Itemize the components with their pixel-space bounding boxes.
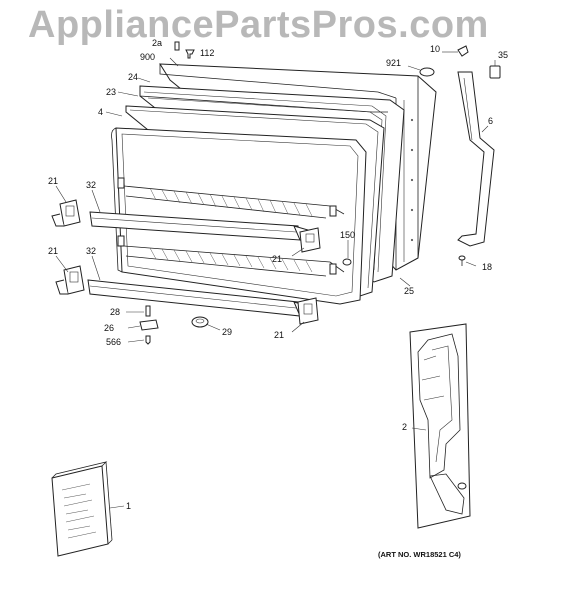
small-parts: [139, 258, 352, 345]
callout-4: 4: [98, 107, 103, 117]
callout-23: 23: [106, 87, 116, 97]
shelf-end-cap-left-lower: [55, 265, 85, 295]
top-hardware: [174, 41, 501, 79]
callout-21-left-lower: 21: [48, 246, 58, 256]
callout-921: 921: [386, 58, 401, 68]
callout-2: 2: [402, 422, 407, 432]
callout-28: 28: [110, 307, 120, 317]
callout-35: 35: [498, 50, 508, 60]
shelf-end-cap-right-upper: [299, 227, 321, 253]
callout-150: 150: [340, 230, 355, 240]
callout-24: 24: [128, 72, 138, 82]
callout-21-right-upper: 21: [272, 254, 282, 264]
callout-2a: 2a: [152, 38, 162, 48]
shelf-end-cap-right-lower: [297, 297, 319, 325]
callouts: 2a 900 112 24 23 4 921 10 35 6 21 32 21 …: [48, 38, 508, 559]
callout-32-upper: 32: [86, 180, 96, 190]
callout-112: 112: [200, 48, 214, 58]
callout-32-lower: 32: [86, 246, 96, 256]
callout-29: 29: [222, 327, 232, 337]
callout-1: 1: [126, 501, 131, 511]
owners-manual: [51, 461, 113, 557]
callout-900: 900: [140, 52, 155, 62]
door-shelf-assembly: [409, 323, 471, 529]
callout-21-right-lower: 21: [274, 330, 284, 340]
inner-door-liner: [111, 127, 367, 305]
callout-6: 6: [488, 116, 493, 126]
watermark-text: AppliancePartsPros.com: [28, 4, 489, 46]
callout-25: 25: [404, 286, 414, 296]
art-number: (ART NO. WR18521 C4): [378, 550, 461, 559]
leader-lines: [55, 51, 496, 509]
door-stop-bar: [457, 71, 495, 266]
callout-21-left-upper: 21: [48, 176, 58, 186]
callout-566: 566: [106, 337, 121, 347]
callout-26: 26: [104, 323, 114, 333]
callout-10: 10: [430, 44, 440, 54]
shelf-end-cap-left-upper: [51, 199, 81, 227]
callout-18: 18: [482, 262, 492, 272]
